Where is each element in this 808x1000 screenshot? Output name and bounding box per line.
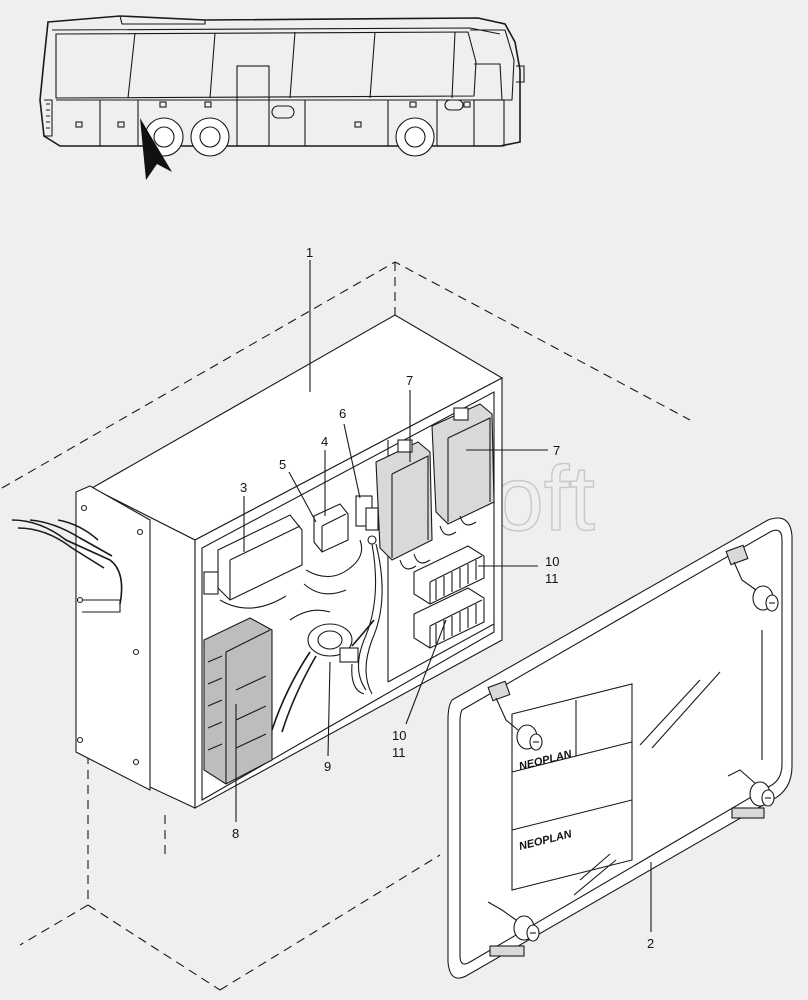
callout-1: 1 bbox=[306, 245, 313, 260]
component-10-terminal-strip-upper bbox=[413, 545, 485, 605]
fastener-knob-lower-left bbox=[487, 901, 540, 957]
fastener-knob-upper-right bbox=[725, 544, 779, 612]
bus-locator-illustration bbox=[39, 15, 525, 180]
mounting-outline-dashed bbox=[1, 261, 691, 991]
callout-5: 5 bbox=[279, 457, 286, 472]
component-7-module-right bbox=[431, 403, 495, 536]
callout-3: 3 bbox=[240, 480, 247, 495]
callout-labels: 1 2 3 4 5 6 7 7 8 9 10 11 10 11 bbox=[232, 245, 654, 951]
callout-6: 6 bbox=[339, 406, 346, 421]
component-7-module-left bbox=[375, 439, 433, 570]
callout-7-right: 7 bbox=[553, 443, 560, 458]
cover-door: NEOPLAN NEOPLAN bbox=[447, 517, 793, 979]
callout-10-lower: 10 bbox=[392, 728, 406, 743]
location-arrow-icon bbox=[140, 118, 172, 180]
callout-10-upper: 10 bbox=[545, 554, 559, 569]
callout-11-upper: 11 bbox=[545, 571, 559, 586]
callout-4: 4 bbox=[321, 434, 328, 449]
callout-2: 2 bbox=[647, 936, 654, 951]
component-9-breaker bbox=[271, 609, 375, 733]
component-6-connector bbox=[355, 495, 383, 695]
component-8-terminal-block bbox=[203, 617, 273, 785]
callout-7-top: 7 bbox=[406, 373, 413, 388]
component-3-fuse-holder bbox=[203, 514, 303, 609]
component-10-terminal-strip-lower bbox=[413, 587, 485, 649]
callout-8: 8 bbox=[232, 826, 239, 841]
callout-9: 9 bbox=[324, 759, 331, 774]
component-4-relay bbox=[313, 503, 349, 553]
component-5-relay-socket bbox=[303, 539, 363, 595]
fastener-knob-lower-right bbox=[727, 769, 775, 819]
fastener-knob-upper-left bbox=[487, 680, 543, 751]
leader-lines bbox=[235, 260, 652, 932]
callout-11-lower: 11 bbox=[392, 745, 406, 760]
